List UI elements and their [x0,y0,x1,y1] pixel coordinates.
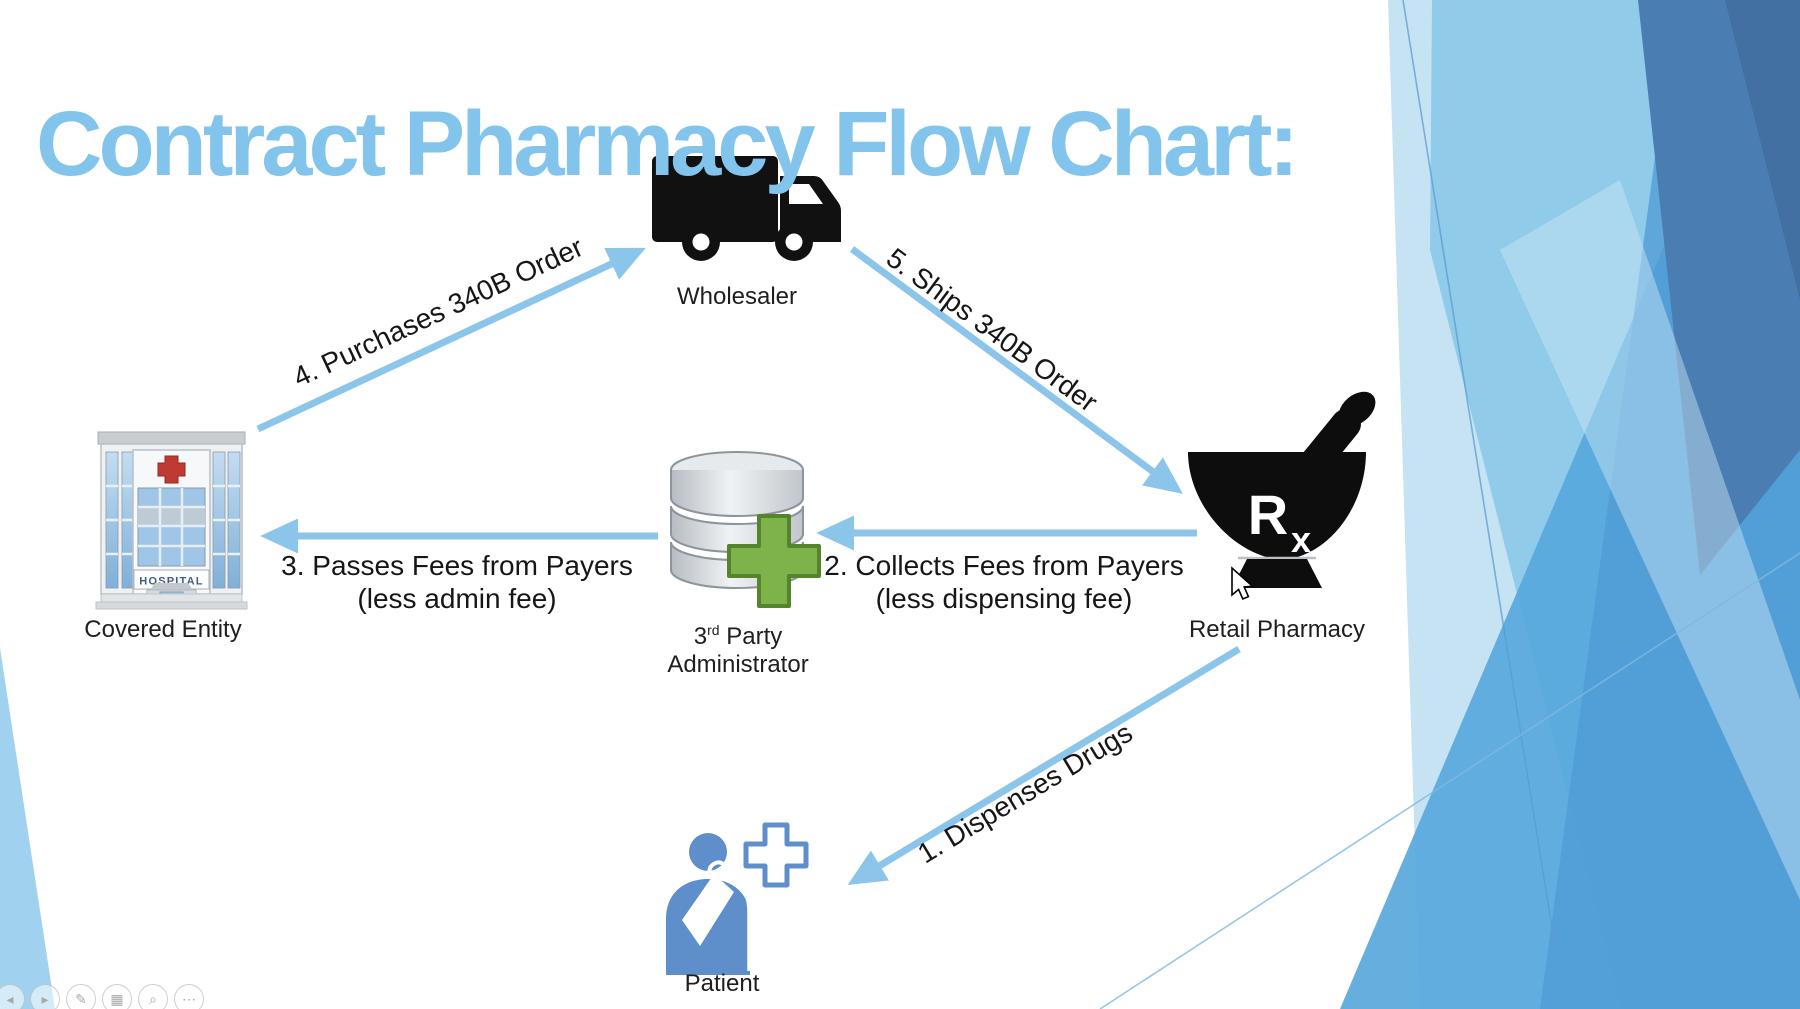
previous-slide-button[interactable]: ◂ [0,984,25,1009]
slides-grid-icon: ▦ [110,991,124,1007]
retail-pharmacy-label: Retail Pharmacy [1188,616,1366,643]
magnifier-icon: ⌕ [149,991,157,1007]
more-options-button[interactable]: ⋯ [174,984,204,1009]
covered-entity-label: Covered Entity [84,616,242,643]
patient-label: Patient [684,970,760,997]
medical-cross-icon [743,822,809,888]
green-plus-icon [727,514,821,608]
pen-tools-button[interactable]: ✎ [66,984,96,1009]
all-slides-button[interactable]: ▦ [102,984,132,1009]
facet-right-decoration [1099,0,1800,1009]
arrow-4-purchases-340b-order [256,247,646,433]
hospital-icon: HOSPITAL [95,431,248,610]
thin-decor-line [1402,0,1566,1009]
red-cross-icon [157,455,186,484]
database-plus-icon [670,451,821,608]
arrow-5-ships-340b-order [849,246,1183,494]
patient-cross-icon [666,822,809,975]
chevron-left-icon: ◂ [6,991,14,1007]
third-party-administrator-label: 3rd Party Administrator [667,622,809,678]
flow-2-label: 2. Collects Fees from Payers (less dispe… [824,550,1184,614]
thin-decor-line [1099,552,1800,1009]
rx-text-x: x [1291,519,1311,560]
ellipsis-icon: ⋯ [182,991,196,1007]
chevron-right-icon: ▸ [41,991,49,1007]
corner-triangle-decoration [0,648,55,1009]
flow-3-label: 3. Passes Fees from Payers (less admin f… [281,550,633,614]
wholesaler-label: Wholesaler [676,283,798,310]
zoom-slide-button[interactable]: ⌕ [138,984,168,1009]
mouse-cursor [1231,566,1255,601]
arrow-1-dispenses-drugs [847,646,1241,886]
mortar-pestle-icon: R x [1188,391,1376,588]
next-slide-button[interactable]: ▸ [30,984,60,1009]
pen-icon: ✎ [75,991,87,1007]
presenter-toolbar: ◂ ▸ ✎ ▦ ⌕ ⋯ [0,984,220,1009]
rx-text: R [1248,483,1288,546]
slide-title: Contract Pharmacy Flow Chart: [36,92,1299,195]
truck-icon [652,156,841,261]
